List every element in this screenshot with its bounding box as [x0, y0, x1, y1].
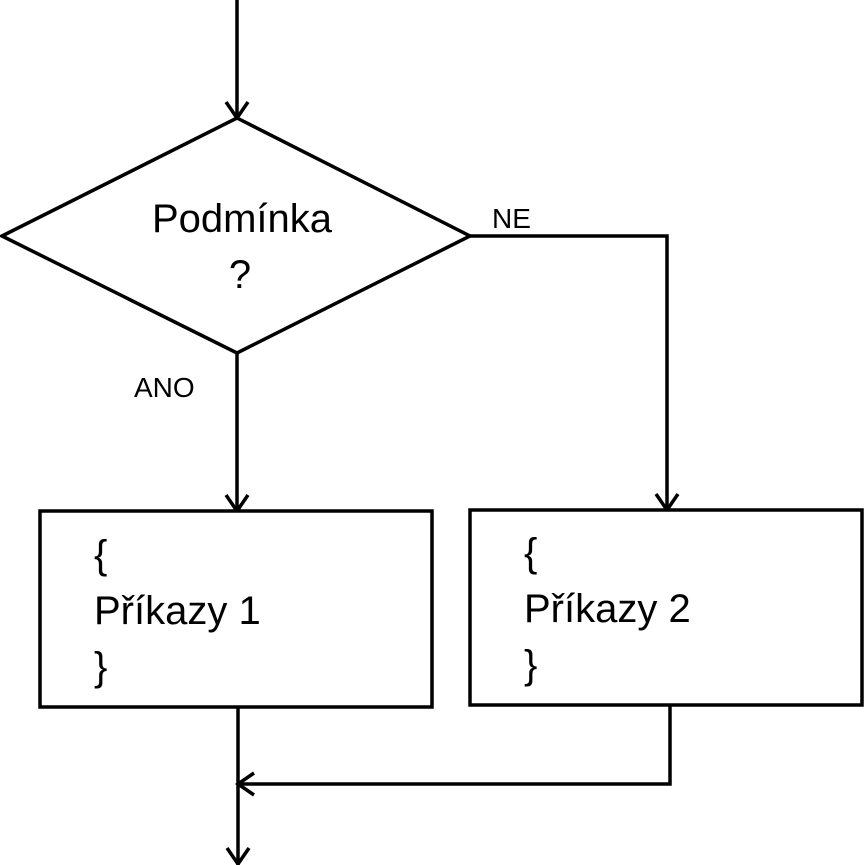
process-box-1-open-brace: { [94, 533, 107, 577]
decision-label: Podmínka [152, 197, 333, 241]
process-box-2-close-brace: } [524, 643, 537, 687]
no-label: NE [492, 203, 531, 234]
process-box-2-open-brace: { [524, 531, 537, 575]
no-branch-line [470, 234, 669, 510]
process-box-2-label: Příkazy 2 [524, 587, 691, 631]
merge-line-right [238, 705, 672, 786]
process-box-1-label: Příkazy 1 [94, 589, 261, 633]
yes-label: ANO [134, 372, 195, 403]
exit-arrowhead [225, 847, 251, 865]
process-box-2 [468, 508, 864, 707]
process-box-1-close-brace: } [94, 645, 107, 689]
merge-arrowhead [234, 771, 255, 797]
decision-question-mark: ? [229, 253, 251, 297]
process-box-1 [38, 509, 434, 709]
